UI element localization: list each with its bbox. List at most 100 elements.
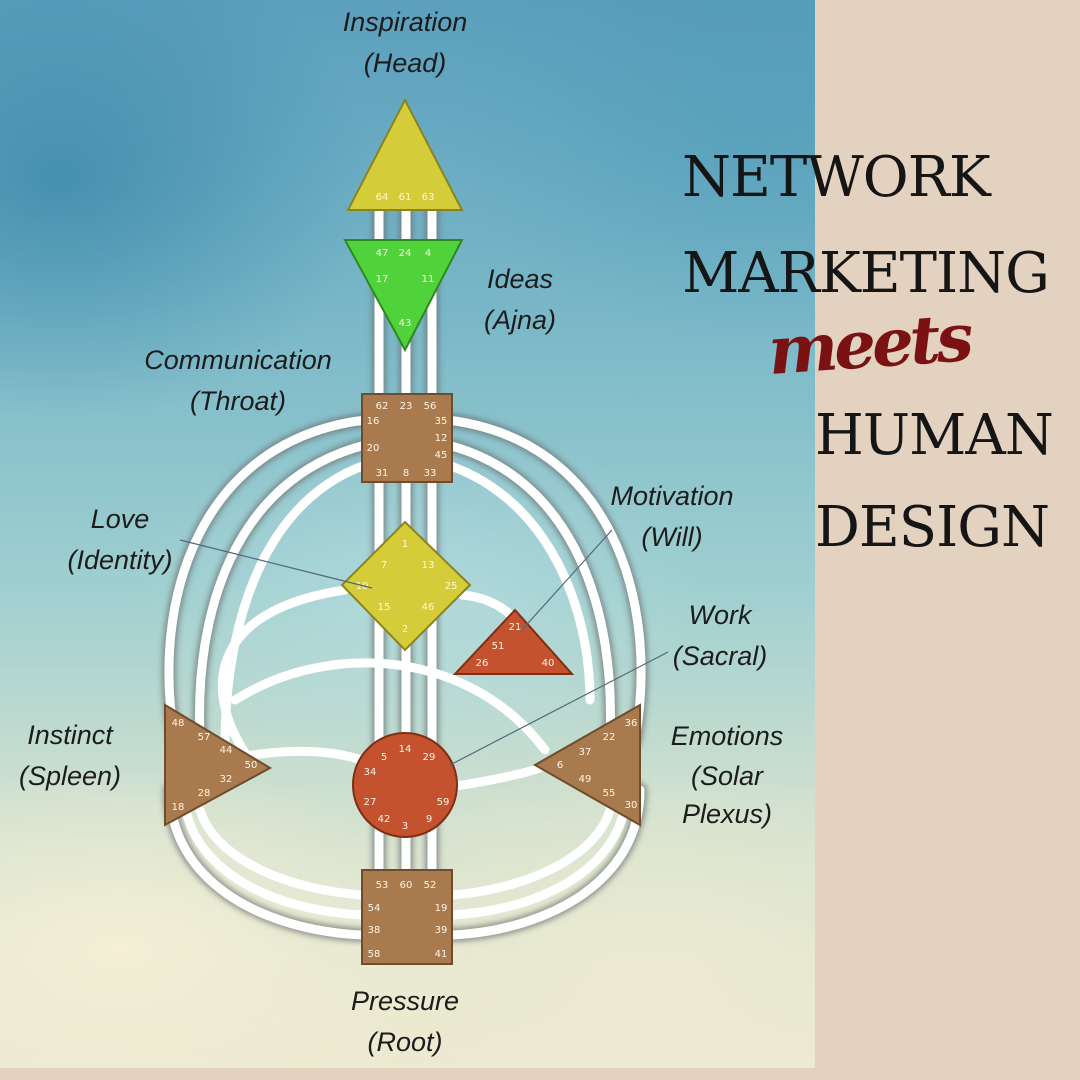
gate-label: 5: [381, 752, 387, 763]
gate-label: 59: [437, 797, 450, 808]
pointer-line: [519, 529, 613, 633]
center-name-label: Pressure: [351, 986, 459, 1016]
gate-label: 38: [368, 925, 381, 936]
center-sub-label: (Will): [641, 522, 702, 552]
headline-script-word: meets: [765, 298, 972, 390]
gate-label: 6: [557, 760, 563, 771]
gate-label: 48: [172, 718, 185, 729]
center-head: 64 61 63: [346, 97, 464, 211]
center-sub-label: (Root): [367, 1027, 442, 1057]
headline-line-4: DESIGN: [815, 495, 1050, 560]
center-solar-plexus: 36 22 37 6 49 55 30: [532, 703, 641, 827]
center-sub-label: (Spleen): [19, 761, 121, 791]
center-g: 1 7 13 10 25 15 46 2: [340, 520, 472, 652]
gate-label: 42: [378, 814, 391, 825]
channel: [217, 585, 350, 765]
center-name-label: Inspiration: [343, 7, 468, 37]
gate-label: 21: [509, 622, 522, 633]
gate-label: 43: [399, 318, 412, 329]
center-name-label: Instinct: [27, 720, 114, 750]
gate-label: 58: [368, 949, 381, 960]
gate-label: 54: [368, 903, 381, 914]
channel: [230, 658, 550, 755]
gate-label: 57: [198, 732, 211, 743]
gate-label: 45: [435, 450, 448, 461]
gate-label: 41: [435, 949, 448, 960]
gate-label: 14: [399, 744, 412, 755]
center-sub-label: (Solar: [691, 761, 764, 791]
bodygraph-panel: 64 61 63 47 24 4 17 11 43 62 23 56 16 35…: [0, 0, 815, 1068]
center-name-label: Ideas: [487, 264, 553, 294]
gate-label: 33: [424, 468, 437, 479]
gate-label: 27: [364, 797, 377, 808]
gate-label: 34: [364, 767, 377, 778]
gate-label: 55: [603, 788, 616, 799]
channel: [447, 800, 630, 920]
gate-label: 18: [172, 802, 185, 813]
gate-label: 36: [625, 718, 638, 729]
gate-label: 31: [376, 468, 389, 479]
gate-label: 35: [435, 416, 448, 427]
center-name-label: Emotions: [671, 721, 784, 751]
channel: [164, 415, 370, 745]
gate-label: 11: [422, 274, 435, 285]
gate-label: 29: [423, 752, 436, 763]
pointer-line: [449, 651, 669, 766]
gate-label: 17: [376, 274, 389, 285]
gate-label: 49: [579, 774, 592, 785]
gate-label: 22: [603, 732, 616, 743]
channel: [195, 805, 367, 900]
center-name-label: Love: [91, 504, 150, 534]
gate-label: 4: [425, 248, 431, 259]
gate-label: 23: [400, 401, 413, 412]
center-throat: 62 23 56 16 35 20 12 45 31 8 33: [361, 393, 453, 483]
gate-label: 24: [399, 248, 412, 259]
gate-label: 47: [376, 248, 389, 259]
gate-label: 16: [367, 416, 380, 427]
gate-label: 7: [381, 560, 387, 571]
gate-label: 9: [426, 814, 432, 825]
gate-label: 53: [376, 880, 389, 891]
gate-label: 60: [400, 880, 413, 891]
gate-label: 30: [625, 800, 638, 811]
gate-label: 63: [422, 192, 435, 203]
center-sub-label: (Identity): [67, 545, 172, 575]
center-root: 53 60 52 54 19 38 39 58 41: [361, 869, 453, 965]
gate-label: 39: [435, 925, 448, 936]
gate-label: 28: [198, 788, 211, 799]
channel: [443, 440, 615, 740]
channel: [443, 460, 595, 705]
gate-label: 44: [220, 745, 233, 756]
gate-label: 25: [445, 581, 458, 592]
gate-label: 10: [356, 581, 369, 592]
center-ajna: 47 24 4 17 11 43: [343, 239, 464, 353]
gate-label: 51: [492, 641, 505, 652]
gate-label: 2: [402, 624, 408, 635]
gate-label: 19: [435, 903, 448, 914]
center-name-label: Communication: [144, 345, 332, 375]
center-sacral: 5 14 29 34 27 59 42 3 9: [352, 732, 458, 838]
center-heart: 21 51 26 40: [452, 608, 575, 675]
channel: [165, 785, 367, 940]
center-sub-label: (Sacral): [673, 641, 768, 671]
gate-label: 26: [476, 658, 489, 669]
center-sub-label: (Throat): [190, 386, 286, 416]
gate-label: 64: [376, 192, 389, 203]
center-spleen: 48 57 44 50 32 28 18: [164, 703, 273, 827]
center-sub-label: (Ajna): [484, 305, 556, 335]
center-sub-label: Plexus): [682, 799, 772, 829]
gate-label: 3: [402, 821, 408, 832]
gate-label: 50: [245, 760, 258, 771]
gate-label: 20: [367, 443, 380, 454]
bottom-strip: [0, 1068, 1080, 1080]
center-name-label: Work: [689, 600, 753, 630]
gate-label: 40: [542, 658, 555, 669]
channel: [447, 805, 615, 900]
gate-label: 13: [422, 560, 435, 571]
headline-line-3: HUMAN: [815, 403, 1054, 468]
gate-label: 52: [424, 880, 437, 891]
gate-label: 56: [424, 401, 437, 412]
gate-label: 8: [403, 468, 409, 479]
pointer-line: [179, 539, 373, 589]
channel: [180, 800, 367, 920]
